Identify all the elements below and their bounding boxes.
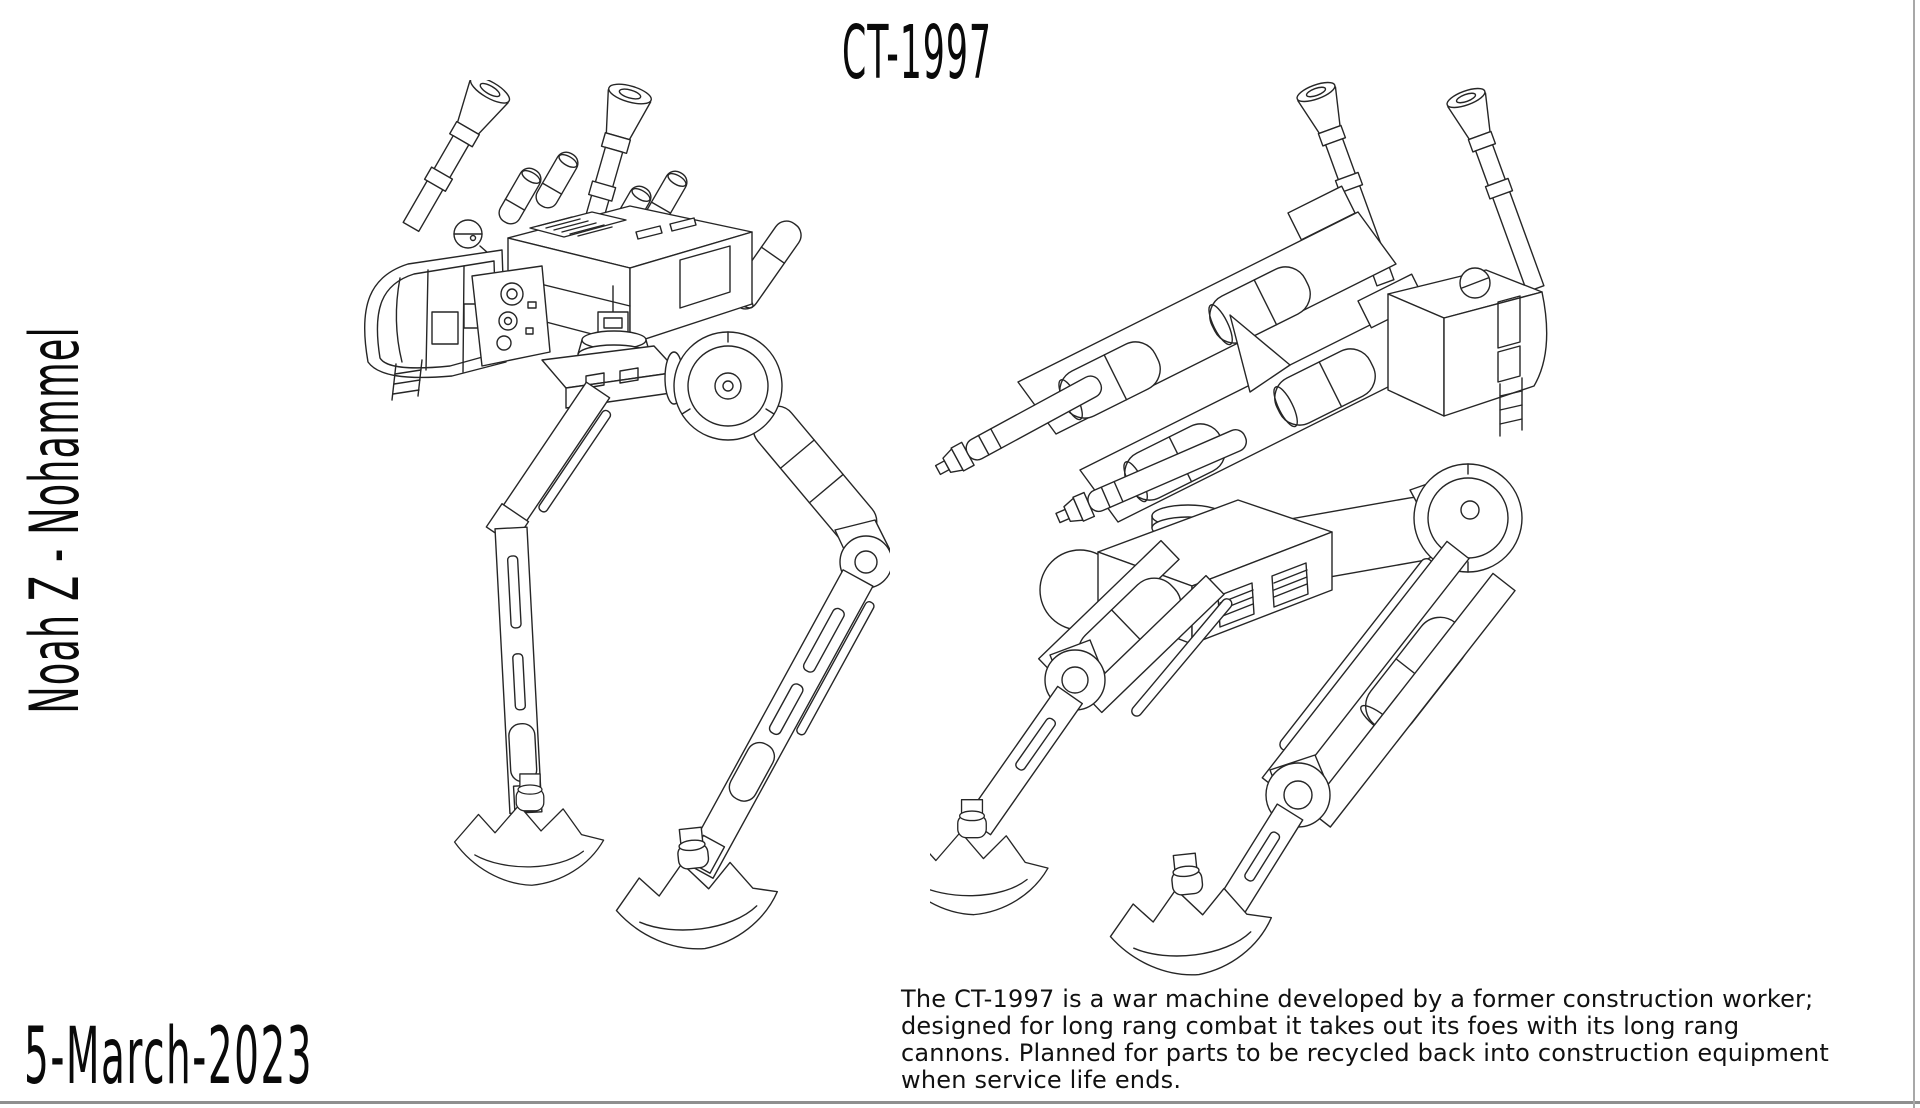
mech-rear-view-drawing (930, 81, 1548, 980)
date-text: 5-March-2023 (24, 1012, 314, 1102)
author-text: Noah Z - Nohammel (16, 326, 95, 714)
description-line: designed for long rang combat it takes o… (901, 1012, 1740, 1040)
mech-side-view-drawing (363, 80, 890, 959)
description-line: cannons. Planned for parts to be recycle… (901, 1039, 1830, 1067)
description-line: The CT-1997 is a war machine developed b… (901, 985, 1814, 1013)
page-title: CT-1997 (842, 16, 1161, 90)
page-title-text: CT-1997 (842, 10, 992, 96)
date-label: 5-March-2023 (24, 1018, 602, 1096)
author-vertical-label: Noah Z - Nohammel (0, 326, 112, 714)
right-edge-rule (1913, 0, 1915, 1108)
description-line: when service life ends. (901, 1066, 1182, 1094)
bottom-edge-rule (0, 1101, 1920, 1104)
description-paragraph: The CT-1997 is a war machine developed b… (901, 986, 1915, 1094)
